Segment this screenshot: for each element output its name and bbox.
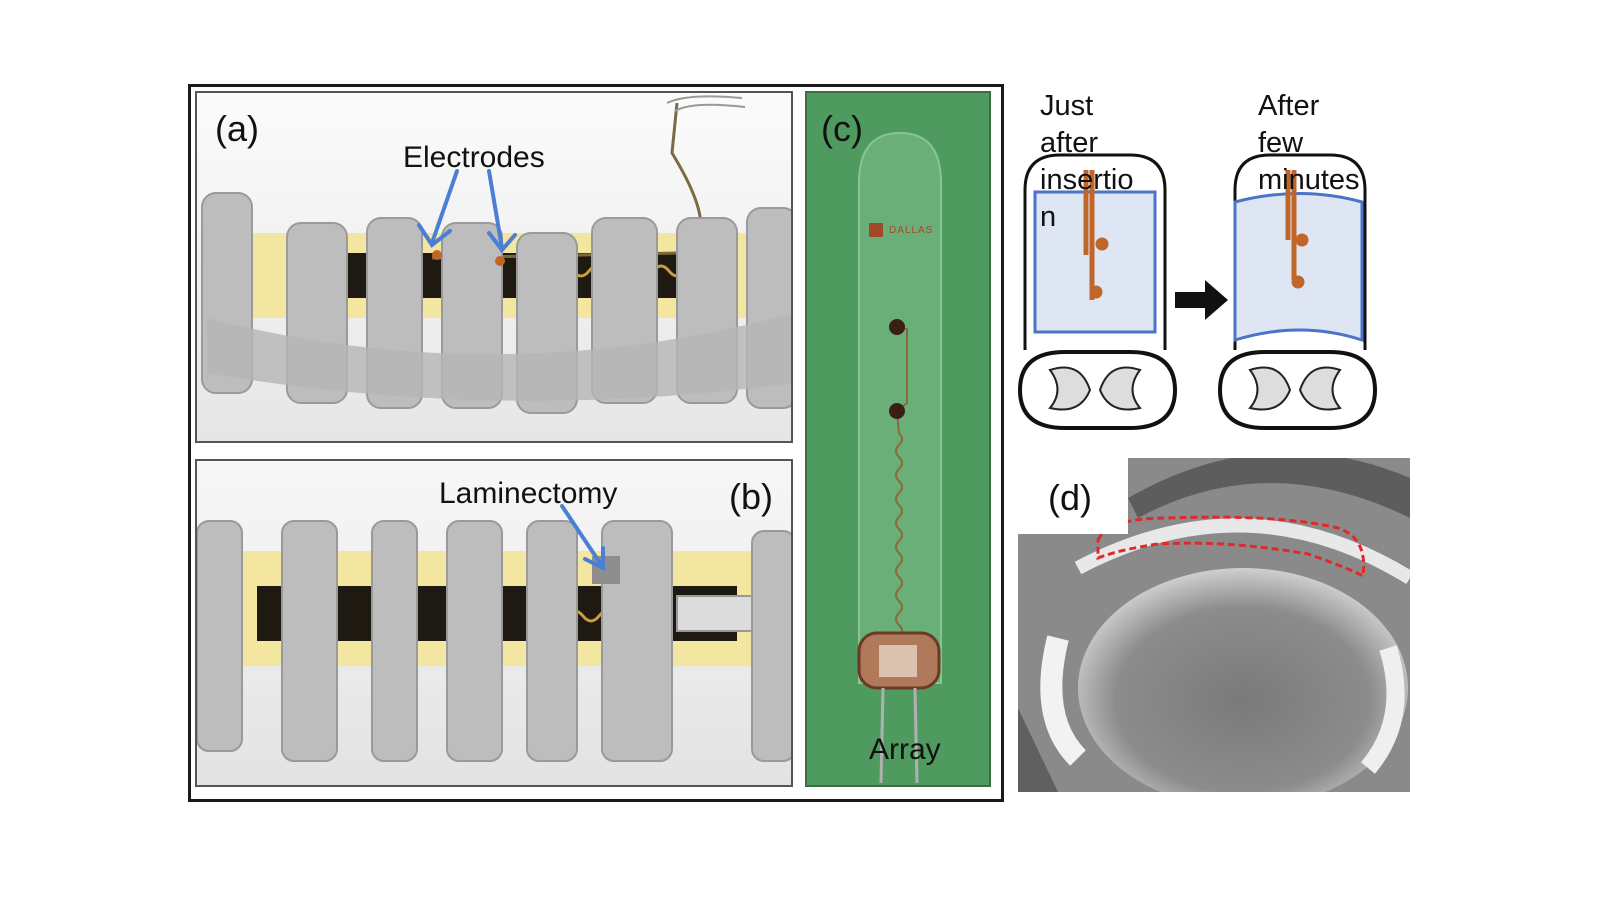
caption-line: After <box>1258 90 1320 122</box>
chip-text: DALLAS <box>889 225 934 236</box>
caption-line: Just <box>1040 90 1094 122</box>
caption-line: insertio <box>1040 164 1134 196</box>
spine-render-b <box>197 504 791 762</box>
caption-just-after-insertion: Just after insertio n <box>1040 88 1190 236</box>
panel-d-mri <box>1018 458 1410 792</box>
caption-line: n <box>1040 201 1057 233</box>
caption-after-few-minutes: After few minutes <box>1258 88 1408 199</box>
caption-line: few <box>1258 127 1304 159</box>
right-csf-region <box>1233 192 1364 343</box>
left-electrode <box>1083 170 1109 300</box>
left-cord-section <box>1017 350 1178 430</box>
panel-a: (a) Electrodes <box>195 91 793 443</box>
right-electrode <box>1285 170 1309 289</box>
array-label: Array <box>869 733 941 766</box>
panel-b-label: (b) <box>729 476 773 517</box>
panel-c-label: (c) <box>821 108 863 149</box>
figure-frame: (a) Electrodes Laminectomy <box>188 84 1004 802</box>
electrode-array-photo <box>857 131 942 784</box>
dashed-roi-outline <box>1096 515 1366 579</box>
left-csf-region <box>1033 190 1157 334</box>
panel-c: DALLAS (c) Array <box>805 91 991 787</box>
panel-d-label: (d) <box>1048 477 1092 518</box>
insertion-schematic <box>1017 153 1378 430</box>
panel-a-label: (a) <box>215 108 259 149</box>
panel-b: Laminectomy (b) <box>195 459 793 787</box>
caption-line: after <box>1040 127 1099 159</box>
electrodes-label: Electrodes <box>403 141 545 174</box>
right-cord-section <box>1217 350 1378 430</box>
transition-arrow <box>1175 280 1228 320</box>
caption-line: minutes <box>1258 164 1360 196</box>
laminectomy-label: Laminectomy <box>439 477 618 510</box>
spine-render-a <box>201 95 791 414</box>
